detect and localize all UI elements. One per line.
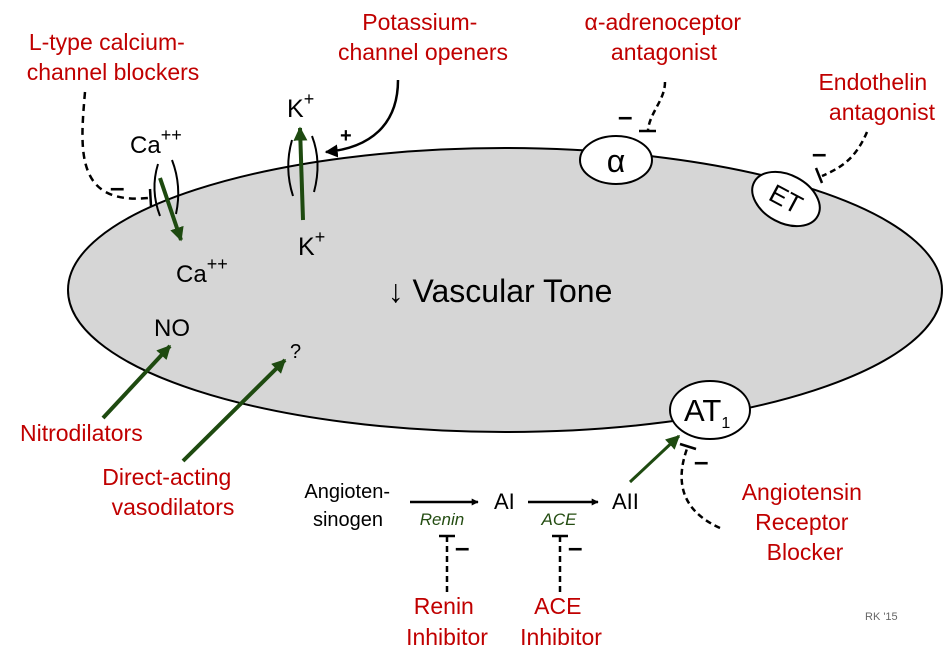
arb-inhibition-line xyxy=(680,445,721,530)
calcium-blocker-t-bar xyxy=(148,188,153,207)
arb-minus: – xyxy=(694,446,708,476)
renin-inhibitor-label: Renin Inhibitor xyxy=(406,593,488,650)
ace-inhibitor-minus: – xyxy=(568,532,582,562)
potassium-efflux-arrow xyxy=(293,126,308,221)
vascular-tone-label: ↓ Vascular Tone xyxy=(388,273,613,309)
calcium-blocker-minus: – xyxy=(110,172,124,202)
angiotensinogen-label: Angioten- sinogen xyxy=(304,481,395,531)
renin-enzyme-label: Renin xyxy=(420,510,464,529)
renin-inhibitor-minus: – xyxy=(455,532,469,562)
endothelin-antagonist-t-bar xyxy=(814,167,824,184)
alpha-antagonist-label: α-adrenoceptor antagonist xyxy=(585,9,748,65)
nitrodilators-label: Nitrodilators xyxy=(20,420,143,446)
arb-t-bar xyxy=(679,442,697,451)
nitric-oxide-label: NO xyxy=(154,315,190,342)
direct-acting-vasodilators-label: Direct-acting vasodilators xyxy=(102,464,238,520)
angiotensin-i-label: AI xyxy=(494,489,515,514)
calcium-blocker-inhibition-line xyxy=(81,91,149,200)
at1-receptor-label: AT1 xyxy=(684,393,730,432)
alpha-antagonist-inhibition-line xyxy=(646,81,667,131)
endothelin-antagonist-label: Endothelin antagonist xyxy=(818,69,935,125)
alpha-receptor xyxy=(579,135,653,185)
calcium-channel-blockers-label: L-type calcium- channel blockers xyxy=(27,29,200,85)
alpha-receptor-label: α xyxy=(607,143,626,179)
alpha-antagonist-minus: – xyxy=(618,101,632,131)
smooth-muscle-cell xyxy=(67,147,943,433)
calcium-extracellular-label: Ca++ xyxy=(130,125,182,159)
direct-acting-activation-arrow xyxy=(181,358,287,463)
nitrodilators-activation-arrow xyxy=(101,344,172,420)
potassium-extracellular-label: K+ xyxy=(287,89,314,123)
potassium-opener-plus: + xyxy=(340,125,352,147)
ace-enzyme-label: ACE xyxy=(541,510,578,529)
endothelin-antagonist-inhibition-line xyxy=(821,131,869,178)
potassium-channel xyxy=(287,135,319,197)
calcium-influx-arrow xyxy=(158,177,184,242)
at1-receptor xyxy=(669,380,751,440)
angiotensin-receptor-blocker-label: Angiotensin Receptor Blocker xyxy=(742,479,869,565)
angiotensin-ii-activation-arrow xyxy=(628,434,681,484)
et-receptor xyxy=(751,170,821,228)
endothelin-antagonist-minus: – xyxy=(812,138,826,168)
potassium-channel-openers-label: Potassium- channel openers xyxy=(338,9,508,65)
ace-inhibitor-label: ACE Inhibitor xyxy=(520,593,602,650)
calcium-intracellular-label: Ca++ xyxy=(176,254,228,288)
potassium-opener-activation-arrow xyxy=(324,79,400,158)
author-credit: RK '15 xyxy=(865,611,898,623)
angiotensin-ii-label: AII xyxy=(612,489,639,514)
calcium-channel xyxy=(153,159,180,217)
potassium-intracellular-label: K+ xyxy=(298,227,325,261)
unknown-mechanism-label: ? xyxy=(290,341,301,363)
